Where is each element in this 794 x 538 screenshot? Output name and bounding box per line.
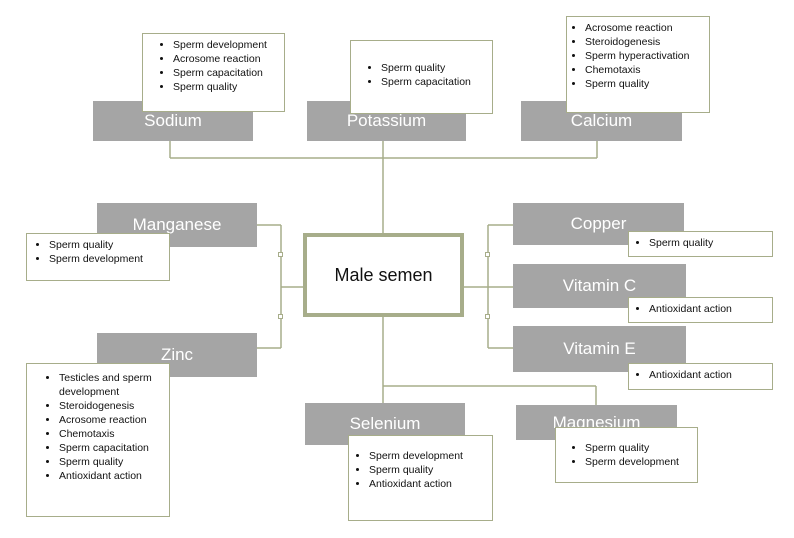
potassium-list-box: Sperm quality Sperm capacitation: [350, 40, 493, 114]
node-label: Vitamin E: [563, 339, 636, 358]
zinc-list-box: Testicles and sperm development Steroido…: [26, 363, 170, 517]
list-item: Antioxidant action: [649, 368, 766, 382]
node-label: Magnesium: [552, 412, 641, 432]
potassium-list: Sperm quality Sperm capacitation: [351, 41, 492, 89]
calcium-list-box: Acrosome reaction Steroidogenesis Sperm …: [566, 16, 710, 113]
list-item: Sperm quality: [649, 236, 766, 250]
node-label: Vitamin C: [562, 276, 637, 295]
list-item: Sperm development: [173, 38, 278, 52]
selenium-list: Sperm development Sperm quality Antioxid…: [349, 436, 492, 491]
node-label: Selenium: [349, 414, 421, 433]
list-item: Sperm quality: [585, 441, 691, 455]
calcium-list: Acrosome reaction Steroidogenesis Sperm …: [567, 17, 709, 91]
node-label: Potassium: [346, 111, 427, 130]
list-item: Sperm quality: [369, 463, 486, 477]
sodium-list: Sperm development Acrosome reaction Sper…: [143, 34, 284, 94]
node-label: Calcium: [570, 111, 633, 130]
list-item: Antioxidant action: [59, 469, 163, 483]
central-node-label: Male semen: [334, 264, 433, 285]
vitamin-c-list-box: Antioxidant action: [628, 297, 773, 323]
node-label: Sodium: [144, 111, 202, 130]
list-item: Chemotaxis: [59, 427, 163, 441]
node-label: Copper: [570, 214, 627, 233]
manganese-list-box: Sperm quality Sperm development: [26, 233, 170, 281]
node-label: Zinc: [160, 345, 194, 364]
list-item: Sperm capacitation: [173, 66, 278, 80]
list-item: Steroidogenesis: [585, 35, 703, 49]
selenium-list-box: Sperm development Sperm quality Antioxid…: [348, 435, 493, 521]
connector-handle: [485, 252, 490, 257]
list-item: Sperm capacitation: [59, 441, 163, 455]
list-item: Antioxidant action: [369, 477, 486, 491]
list-item: Acrosome reaction: [59, 413, 163, 427]
list-item: Antioxidant action: [649, 302, 766, 316]
central-node-male-semen: Male semen: [303, 233, 464, 317]
vitamin-e-list: Antioxidant action: [629, 364, 772, 382]
list-item: Sperm quality: [49, 238, 163, 252]
list-item: Sperm development: [585, 455, 691, 469]
copper-list-box: Sperm quality: [628, 231, 773, 257]
list-item: Sperm quality: [585, 77, 703, 91]
list-item: Sperm quality: [173, 80, 278, 94]
list-item: Sperm quality: [59, 455, 163, 469]
copper-list: Sperm quality: [629, 232, 772, 250]
connector-handle: [278, 252, 283, 257]
list-item: Sperm capacitation: [381, 75, 486, 89]
list-item: Sperm development: [49, 252, 163, 266]
list-item: Sperm development: [369, 449, 486, 463]
list-item: Steroidogenesis: [59, 399, 163, 413]
zinc-list: Testicles and sperm development Steroido…: [27, 364, 169, 483]
connector-handle: [278, 314, 283, 319]
list-item: Acrosome reaction: [585, 21, 703, 35]
magnesium-list-box: Sperm quality Sperm development: [555, 427, 698, 483]
list-item: Acrosome reaction: [173, 52, 278, 66]
list-item: Testicles and sperm development: [59, 371, 163, 399]
node-label: Manganese: [132, 215, 222, 234]
magnesium-list: Sperm quality Sperm development: [556, 428, 697, 469]
sodium-list-box: Sperm development Acrosome reaction Sper…: [142, 33, 285, 112]
list-item: Chemotaxis: [585, 63, 703, 77]
manganese-list: Sperm quality Sperm development: [27, 234, 169, 266]
list-item: Sperm quality: [381, 61, 486, 75]
vitamin-c-list: Antioxidant action: [629, 298, 772, 316]
vitamin-e-list-box: Antioxidant action: [628, 363, 773, 390]
connector-handle: [485, 314, 490, 319]
list-item: Sperm hyperactivation: [585, 49, 703, 63]
